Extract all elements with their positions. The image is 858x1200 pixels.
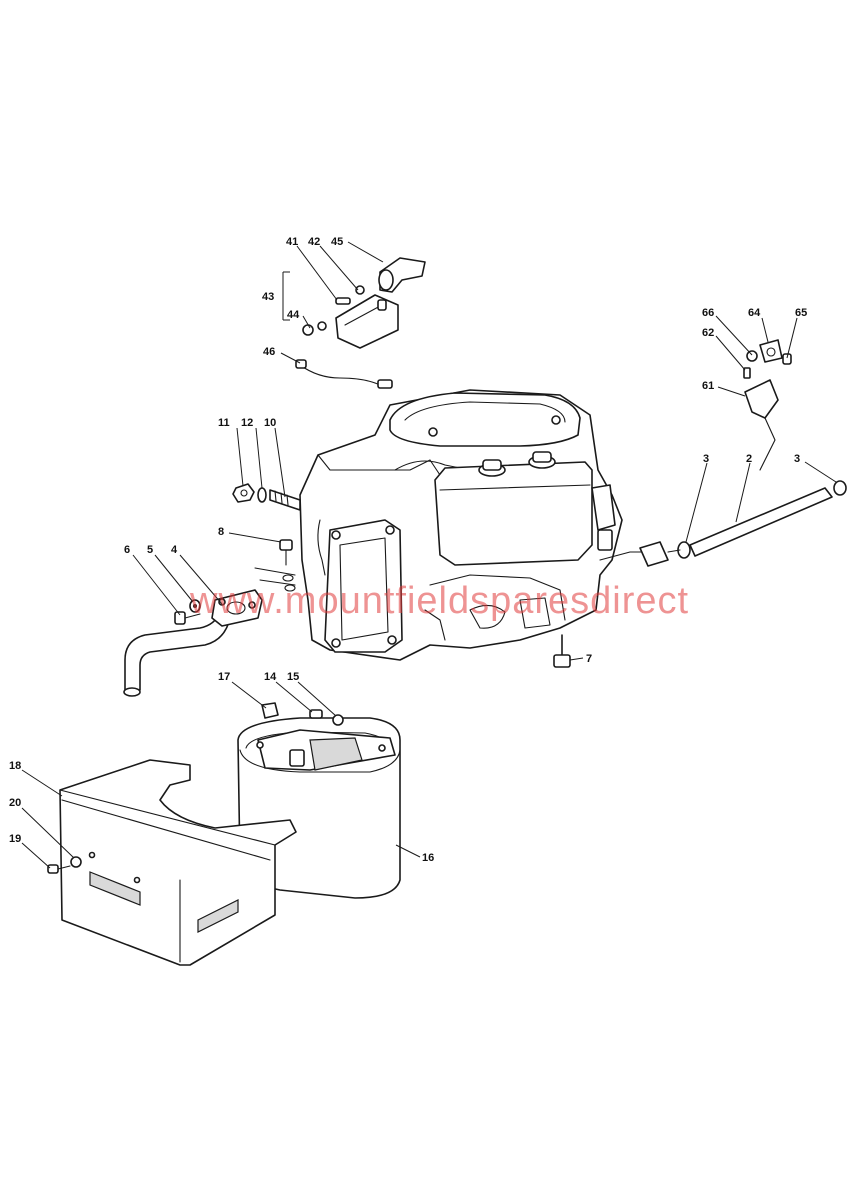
callout-14: 14 bbox=[264, 671, 277, 683]
nut-41 bbox=[335, 297, 351, 305]
callout-8: 8 bbox=[218, 526, 224, 538]
callout-numbers: 41 42 45 43 44 46 66 64 65 62 61 11 12 1… bbox=[9, 236, 807, 864]
bolt-8 bbox=[279, 539, 293, 566]
screw-62 bbox=[743, 367, 751, 379]
callout-2: 2 bbox=[746, 453, 752, 465]
callout-10: 10 bbox=[264, 417, 276, 429]
hose-clip-right bbox=[833, 480, 847, 496]
callout-43: 43 bbox=[262, 291, 274, 303]
terminal-boot-45 bbox=[378, 257, 426, 293]
washer-5 bbox=[189, 599, 201, 613]
washer-42 bbox=[355, 285, 365, 295]
heat-shield-18 bbox=[59, 759, 297, 966]
callout-7: 7 bbox=[586, 653, 592, 665]
callout-19: 19 bbox=[9, 833, 21, 845]
nut-66 bbox=[746, 350, 758, 362]
throttle-lever-61 bbox=[744, 379, 779, 471]
exhaust-gasket bbox=[211, 589, 263, 627]
nuts-44 bbox=[302, 321, 327, 336]
wire-lead-46 bbox=[295, 359, 393, 389]
watermark: www.mountfieldsparesdirect bbox=[189, 580, 689, 622]
callout-3-right: 3 bbox=[794, 453, 800, 465]
callout-62: 62 bbox=[702, 327, 714, 339]
fuel-hose bbox=[689, 487, 833, 557]
callout-20: 20 bbox=[9, 797, 21, 809]
bolt-6 bbox=[174, 611, 201, 625]
fuel-filter bbox=[639, 541, 681, 567]
screw-19 bbox=[47, 864, 71, 874]
callout-3-left: 3 bbox=[703, 453, 709, 465]
engine-block bbox=[299, 389, 651, 661]
callout-61: 61 bbox=[702, 380, 714, 392]
gaskets-near-bolt-8 bbox=[254, 567, 296, 592]
callout-4: 4 bbox=[171, 544, 178, 556]
callout-6: 6 bbox=[124, 544, 130, 556]
cable-clamp-64 bbox=[759, 339, 783, 363]
callout-5: 5 bbox=[147, 544, 153, 556]
washer-20 bbox=[70, 856, 82, 868]
callout-16: 16 bbox=[422, 852, 434, 864]
nut-15 bbox=[332, 714, 344, 726]
callout-15: 15 bbox=[287, 671, 299, 683]
screw-65 bbox=[782, 353, 792, 365]
solenoid-43 bbox=[335, 294, 399, 349]
callout-11: 11 bbox=[218, 417, 230, 429]
stud-10 bbox=[269, 489, 301, 511]
bolt-7 bbox=[553, 634, 571, 668]
callout-45: 45 bbox=[331, 236, 343, 248]
callout-41: 41 bbox=[286, 236, 298, 248]
clip-17 bbox=[261, 702, 279, 719]
washer-12 bbox=[257, 487, 267, 503]
callout-44: 44 bbox=[287, 309, 300, 321]
callout-64: 64 bbox=[748, 307, 761, 319]
leader-lines bbox=[21, 241, 837, 869]
nut-11 bbox=[232, 483, 255, 503]
exhaust-deflector-16 bbox=[237, 717, 401, 899]
bolt-14 bbox=[309, 709, 323, 719]
callout-12: 12 bbox=[241, 417, 253, 429]
callout-65: 65 bbox=[795, 307, 807, 319]
callout-46: 46 bbox=[263, 346, 275, 358]
callout-42: 42 bbox=[308, 236, 320, 248]
callout-17: 17 bbox=[218, 671, 230, 683]
callout-66: 66 bbox=[702, 307, 714, 319]
callout-18: 18 bbox=[9, 760, 21, 772]
